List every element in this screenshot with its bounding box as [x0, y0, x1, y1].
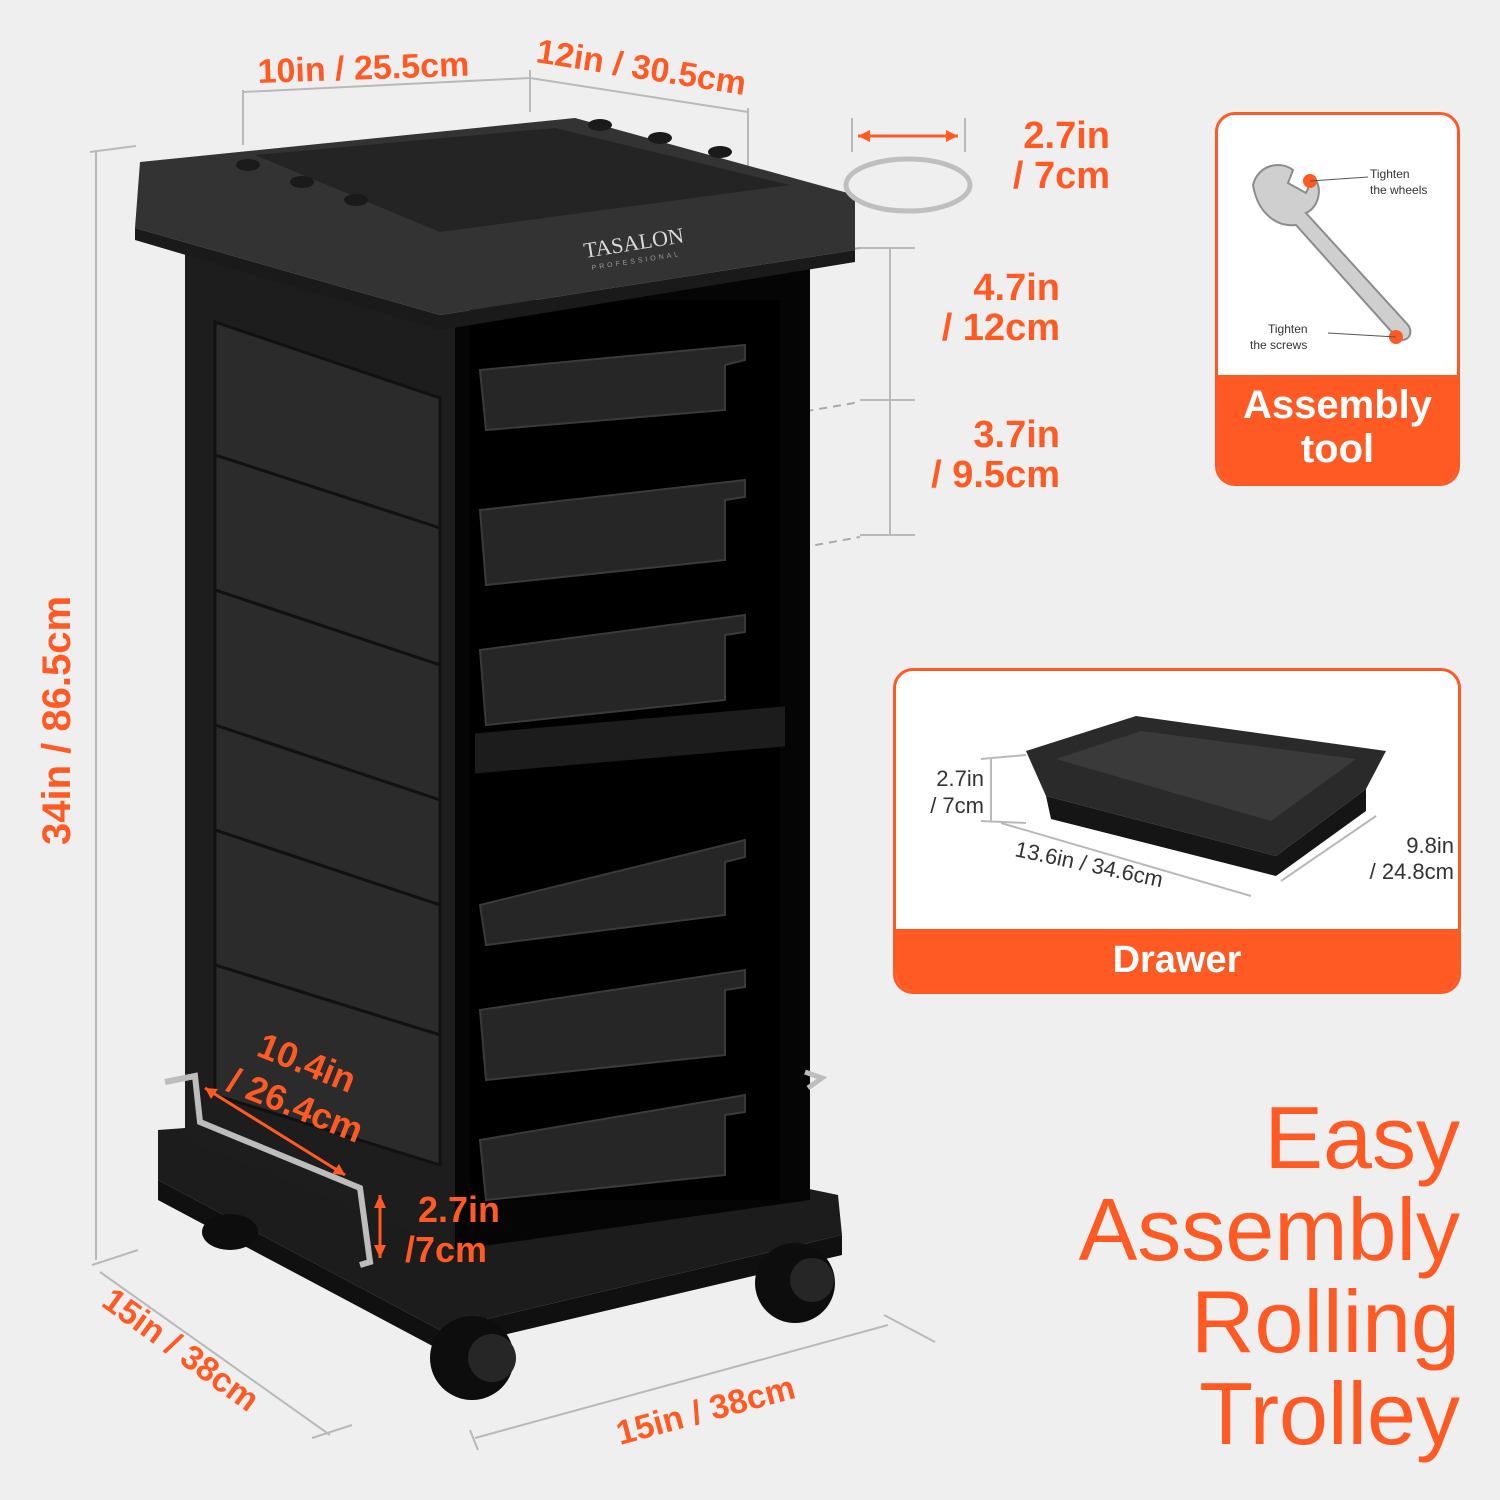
tool-note-wheels-line1: Tighten [1370, 167, 1410, 181]
base-width-label: 15in / 38cm [612, 1369, 799, 1453]
dimension-guides [89, 70, 966, 1451]
drawer-height-line1: 2.7in [936, 766, 984, 791]
top-width-label: 12in / 30.5cm [534, 32, 749, 103]
drawer-gap1-line2: / 12cm [942, 307, 1060, 349]
rail-height-line2: /7cm [405, 1229, 487, 1270]
wheel [755, 1243, 835, 1323]
drawer-gap2-line2: / 9.5cm [931, 454, 1060, 496]
headline-line: Easy [1264, 1088, 1460, 1187]
drawer-illustration: 2.7in / 7cm 13.6in / 34.6cm 9.8in / 24.8… [930, 716, 1454, 897]
headline: Easy Assembly Rolling Trolley [1000, 1092, 1460, 1460]
holder-label-line1: 2.7in [1023, 115, 1110, 157]
drawer-width-line2: / 24.8cm [1370, 859, 1454, 884]
drawer-height-line2: / 7cm [930, 793, 984, 818]
trolley: TASALON PROFESSIONAL [135, 118, 973, 1400]
headline-line: Rolling [1190, 1272, 1460, 1371]
assembly-tool-title: Assembly tool [1218, 375, 1457, 483]
wheel [202, 1214, 258, 1250]
wheel [430, 1316, 516, 1400]
base-depth-label: 15in / 38cm [95, 1281, 266, 1420]
drawer-length-label: 13.6in / 34.6cm [1013, 836, 1165, 892]
wrench-icon: Tighten the wheels Tighten the screws [1250, 164, 1427, 352]
drawer-card: 2.7in / 7cm 13.6in / 34.6cm 9.8in / 24.8… [893, 668, 1461, 994]
rail-dimension-arrows [204, 1086, 386, 1258]
rail-height-line1: 2.7in [418, 1189, 500, 1230]
tool-note-wheels-line2: the wheels [1370, 183, 1427, 197]
tool-note-screws-line1: Tighten [1268, 322, 1308, 336]
top-depth-label: 10in / 25.5cm [257, 46, 470, 91]
drawer-gap2-line1: 3.7in [973, 414, 1060, 456]
holder-label-line2: / 7cm [1013, 155, 1110, 197]
assembly-tool-card: Tighten the wheels Tighten the screws As… [1215, 112, 1460, 486]
tool-note-screws-line2: the screws [1250, 338, 1307, 352]
height-label: 34in / 86.5cm [35, 596, 79, 845]
headline-line: Assembly [1078, 1180, 1460, 1279]
headline-line: Trolley [1199, 1364, 1460, 1463]
drawer-title: Drawer [896, 929, 1458, 991]
drawer-gap1-line1: 4.7in [973, 267, 1060, 309]
drawer-width-line1: 9.8in [1406, 833, 1454, 858]
